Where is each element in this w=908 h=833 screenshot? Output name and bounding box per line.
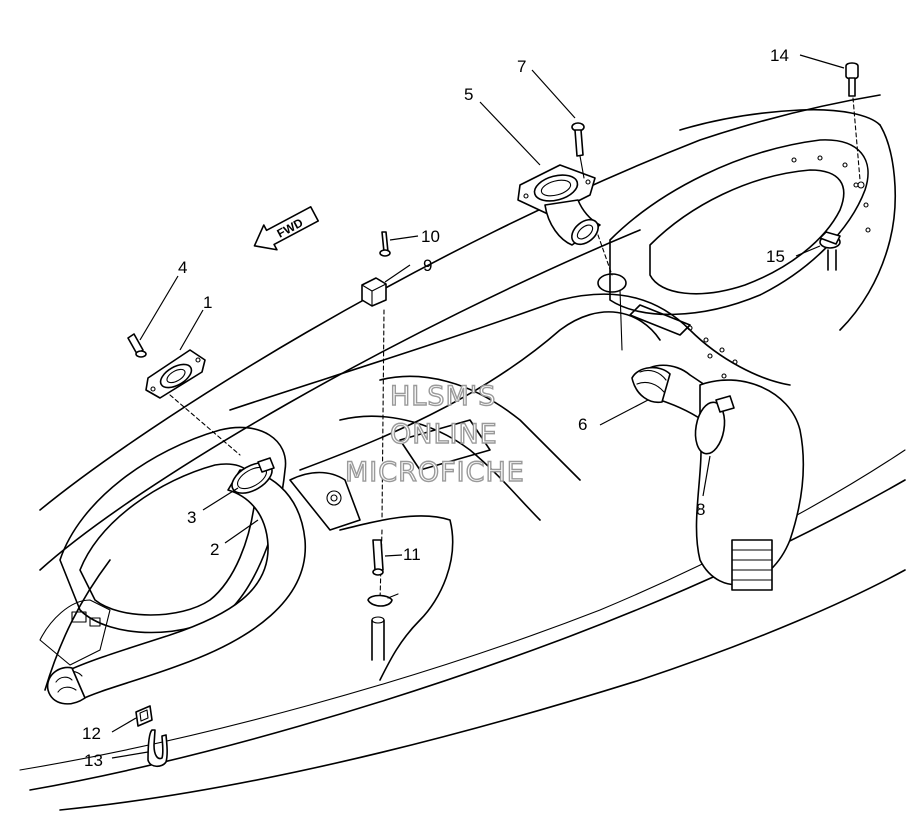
deck-frame [229,293,791,521]
callout-2: 2 [210,540,219,559]
part-14-bolt [845,62,859,97]
watermark-line-1: HLSM'S [390,381,496,412]
callout-1: 1 [203,293,212,312]
watermark-line-3: MICROFICHE [345,457,525,488]
watermark-line-2: ONLINE [390,419,498,450]
part-15-clip [819,231,841,271]
part-7-screw [571,122,585,157]
callout-15: 15 [766,247,785,266]
part-5-rear-duct-elbow [517,164,601,246]
part-10-pin [379,231,391,257]
callout-8: 8 [696,500,705,519]
callout-numbers: 1 2 3 4 5 6 7 8 9 10 11 12 13 14 15 [82,46,789,770]
deck-hole [597,273,627,293]
part-4-rivet [127,333,147,358]
part-12-grommet [135,705,153,727]
callout-5: 5 [464,85,473,104]
part-2-front-duct-hose [46,469,306,705]
fwd-direction-arrow: FWD [253,206,320,251]
callout-14: 14 [770,46,789,65]
callout-12: 12 [82,724,101,743]
center-bulkhead [289,419,491,681]
part-11-drain-plug [367,539,399,661]
callout-13: 13 [84,751,103,770]
part-8-band-clamp [694,395,735,455]
callout-leaders [111,54,845,759]
callout-10: 10 [421,227,440,246]
rear-storage-opening [609,139,871,316]
callout-6: 6 [578,415,587,434]
part-13-u-clip [147,729,168,768]
callout-7: 7 [517,57,526,76]
callout-3: 3 [187,508,196,527]
front-hatch-opening [39,426,287,666]
callout-4: 4 [178,258,187,277]
callout-11: 11 [403,545,421,564]
part-9-grommet-cap [361,277,387,307]
part-1-duct-flange [145,349,206,399]
part-3-clamp [231,457,275,494]
watermark: HLSM'S ONLINE MICROFICHE [344,380,525,488]
callout-9: 9 [423,256,432,275]
